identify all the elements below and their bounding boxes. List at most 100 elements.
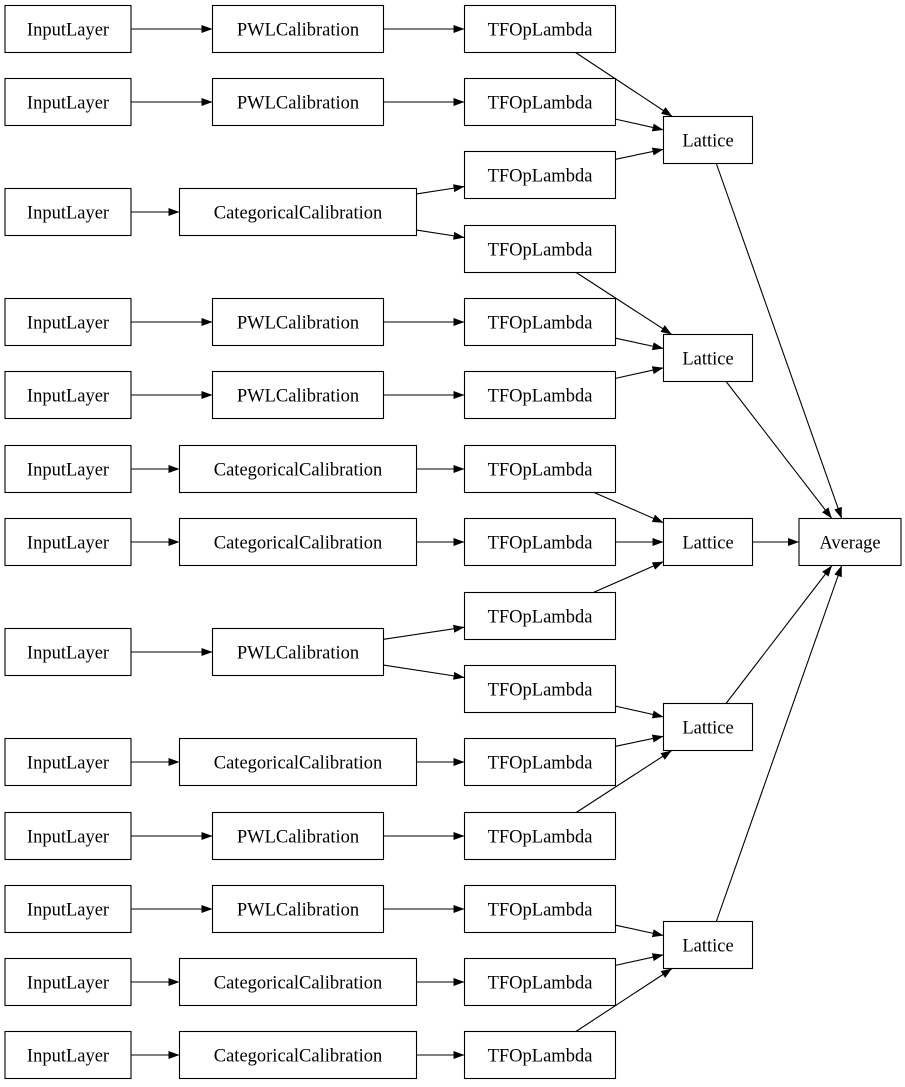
node-box xyxy=(662,115,754,165)
node-inputlayer-i1: InputLayer xyxy=(4,4,132,54)
node-inputlayer-i3: InputLayer xyxy=(4,187,132,237)
node-box xyxy=(4,884,132,934)
node-pwlcalibration-c2: PWLCalibration xyxy=(211,77,385,127)
node-box xyxy=(463,370,617,420)
node-inputlayer-i4: InputLayer xyxy=(4,297,132,347)
node-label: InputLayer xyxy=(27,901,109,921)
edge-m1-t1 xyxy=(575,52,673,117)
node-label: InputLayer xyxy=(27,644,109,664)
node-box xyxy=(178,444,418,494)
node-label: TFOpLambda xyxy=(488,974,593,994)
node-inputlayer-i11: InputLayer xyxy=(4,884,132,934)
edge-c8-m9 xyxy=(383,624,465,640)
edge-m6-t2 xyxy=(615,366,664,379)
node-box xyxy=(211,77,385,127)
node-lattice-t5: Lattice xyxy=(662,920,754,970)
node-categoricalcalibration-c12: CategoricalCalibration xyxy=(178,957,418,1007)
node-label: InputLayer xyxy=(27,387,109,407)
node-box xyxy=(4,444,132,494)
node-box xyxy=(463,77,617,127)
edge-m7-t3 xyxy=(593,491,664,524)
node-box xyxy=(4,4,132,54)
node-box xyxy=(4,370,132,420)
node-inputlayer-i7: InputLayer xyxy=(4,517,132,567)
edge-t2-avg xyxy=(725,381,833,519)
node-categoricalcalibration-c13: CategoricalCalibration xyxy=(178,1030,418,1080)
node-label: InputLayer xyxy=(27,461,109,481)
node-label: Lattice xyxy=(682,937,733,957)
node-label: TFOpLambda xyxy=(488,314,593,334)
node-inputlayer-i6: InputLayer xyxy=(4,444,132,494)
node-label: Lattice xyxy=(682,350,733,370)
edge-m2-t1 xyxy=(615,118,664,132)
node-label: CategoricalCalibration xyxy=(214,461,383,481)
node-inputlayer-i12: InputLayer xyxy=(4,957,132,1007)
node-box xyxy=(4,297,132,347)
node-box xyxy=(463,957,617,1007)
node-label: InputLayer xyxy=(27,204,109,224)
node-layer: InputLayerInputLayerInputLayerInputLayer… xyxy=(4,4,902,1080)
edge-m3-t1 xyxy=(615,147,664,160)
node-box xyxy=(662,333,754,383)
edge-t1-avg xyxy=(715,163,843,519)
node-inputlayer-i9: InputLayer xyxy=(4,737,132,787)
node-box xyxy=(211,811,385,861)
node-categoricalcalibration-c9: CategoricalCalibration xyxy=(178,737,418,787)
edge-m5-t2 xyxy=(615,337,664,351)
node-label: TFOpLambda xyxy=(488,21,593,41)
node-box xyxy=(211,884,385,934)
node-box xyxy=(463,4,617,54)
node-label: PWLCalibration xyxy=(237,387,359,407)
edge-m9-t3 xyxy=(593,561,664,594)
node-label: CategoricalCalibration xyxy=(214,534,383,554)
node-box xyxy=(4,737,132,787)
node-label: InputLayer xyxy=(27,314,109,334)
node-pwlcalibration-c11: PWLCalibration xyxy=(211,884,385,934)
node-tfoplambda-m1: TFOpLambda xyxy=(463,4,617,54)
node-label: TFOpLambda xyxy=(488,608,593,628)
edge-m4-t2 xyxy=(575,272,673,335)
node-box xyxy=(178,737,418,787)
node-label: CategoricalCalibration xyxy=(214,754,383,774)
node-box xyxy=(4,957,132,1007)
node-pwlcalibration-c10: PWLCalibration xyxy=(211,811,385,861)
node-box xyxy=(463,444,617,494)
node-label: TFOpLambda xyxy=(488,1047,593,1067)
node-lattice-t3: Lattice xyxy=(662,517,754,567)
node-pwlcalibration-c4: PWLCalibration xyxy=(211,297,385,347)
node-box xyxy=(4,811,132,861)
node-categoricalcalibration-c3: CategoricalCalibration xyxy=(178,187,418,237)
node-label: PWLCalibration xyxy=(237,314,359,334)
edge-m12-t4 xyxy=(575,750,673,813)
node-box xyxy=(211,370,385,420)
node-inputlayer-i5: InputLayer xyxy=(4,370,132,420)
node-label: CategoricalCalibration xyxy=(214,204,383,224)
node-label: TFOpLambda xyxy=(488,901,593,921)
node-box xyxy=(662,920,754,970)
node-label: InputLayer xyxy=(27,534,109,554)
node-box xyxy=(178,187,418,237)
node-box xyxy=(463,737,617,787)
node-inputlayer-i13: InputLayer xyxy=(4,1030,132,1080)
node-inputlayer-i8: InputLayer xyxy=(4,627,132,677)
edge-c8-m10 xyxy=(383,664,465,680)
node-label: TFOpLambda xyxy=(488,461,593,481)
node-lattice-t2: Lattice xyxy=(662,333,754,383)
node-box xyxy=(463,1030,617,1080)
node-box xyxy=(211,4,385,54)
node-tfoplambda-m6: TFOpLambda xyxy=(463,370,617,420)
node-label: PWLCalibration xyxy=(237,828,359,848)
node-tfoplambda-m13: TFOpLambda xyxy=(463,884,617,934)
node-tfoplambda-m12: TFOpLambda xyxy=(463,811,617,861)
node-box xyxy=(178,517,418,567)
node-box xyxy=(662,702,754,752)
node-box xyxy=(463,591,617,641)
node-box xyxy=(463,884,617,934)
node-inputlayer-i2: InputLayer xyxy=(4,77,132,127)
node-tfoplambda-m10: TFOpLambda xyxy=(463,664,617,714)
edge-c3-m4 xyxy=(416,229,465,240)
node-box xyxy=(211,297,385,347)
node-label: CategoricalCalibration xyxy=(214,974,383,994)
node-label: Lattice xyxy=(682,132,733,152)
node-average-avg: Average xyxy=(798,517,902,567)
